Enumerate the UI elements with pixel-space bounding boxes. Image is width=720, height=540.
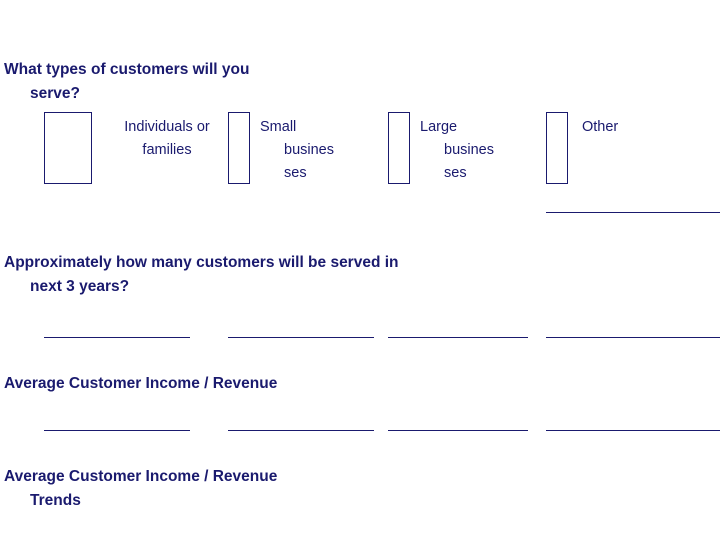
customer-income-blank-2[interactable]: [228, 430, 374, 431]
checkbox-label-small-business-line3: ses: [284, 164, 307, 181]
checkbox-label-other: Other: [582, 116, 712, 139]
checkbox-label-large-business: Large busines ses: [420, 116, 548, 185]
question-3-line-1: Average Customer Income / Revenue: [4, 375, 278, 392]
checkbox-label-individuals-line2: families: [142, 141, 192, 158]
question-2-line-1: Approximately how many customers will be…: [4, 254, 399, 271]
customer-count-blank-1[interactable]: [44, 337, 190, 338]
customer-types-other-blank[interactable]: [546, 212, 720, 213]
checkbox-label-large-business-line1: Large: [420, 119, 458, 135]
question-3-heading: Average Customer Income / Revenue: [4, 372, 564, 396]
checkbox-individuals[interactable]: [44, 112, 92, 184]
checkbox-label-individuals-line1: Individuals or: [124, 119, 210, 135]
checkbox-large-business[interactable]: [388, 112, 410, 184]
question-4-line-1: Average Customer Income / Revenue: [4, 468, 278, 485]
customer-income-blank-4[interactable]: [546, 430, 720, 431]
checkbox-small-business[interactable]: [228, 112, 250, 184]
customer-type-checkbox-row: Individuals or families Small busines ses L…: [0, 112, 720, 192]
question-4-line-2: Trends: [30, 492, 81, 510]
checkbox-label-small-business: Small busines ses: [260, 116, 388, 185]
question-2-heading: Approximately how many customers will be…: [4, 251, 564, 299]
checkbox-label-other-line1: Other: [582, 119, 619, 135]
question-2-line-2: next 3 years?: [30, 278, 130, 296]
question-1-line-1: What types of customers will you: [4, 61, 250, 78]
question-1-line-2: serve?: [30, 85, 80, 103]
page-title: What types of customers will you serve?: [4, 58, 424, 106]
customer-income-blank-1[interactable]: [44, 430, 190, 431]
checkbox-label-small-business-line2: busines: [284, 141, 334, 158]
customer-count-blank-4[interactable]: [546, 337, 720, 338]
checkbox-label-individuals: Individuals or families: [100, 116, 234, 162]
checkbox-other[interactable]: [546, 112, 568, 184]
checkbox-label-small-business-line1: Small: [260, 119, 297, 135]
customer-count-blank-2[interactable]: [228, 337, 374, 338]
checkbox-label-large-business-line2: busines: [444, 141, 494, 158]
customer-income-blank-3[interactable]: [388, 430, 528, 431]
checkbox-label-large-business-line3: ses: [444, 164, 467, 181]
customer-count-blank-3[interactable]: [388, 337, 528, 338]
